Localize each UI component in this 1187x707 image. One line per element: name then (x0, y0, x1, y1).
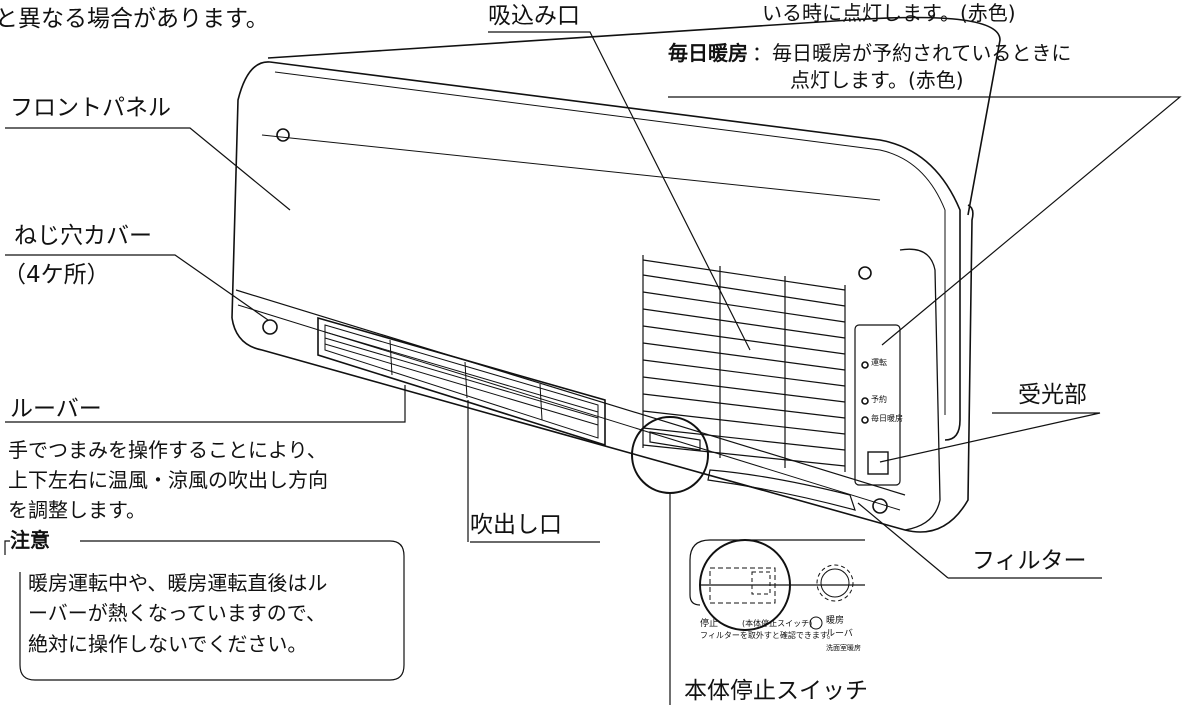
indicator-timer-label: 予約 (871, 395, 887, 404)
louver-slats (324, 331, 599, 426)
unit-body-outline (231, 204, 974, 533)
inset-heat-label: 暖房 (826, 616, 845, 626)
louver-inner (324, 324, 599, 439)
inset-switch-text: (本体停止スイッチ) (742, 619, 813, 628)
indicator-note-line-1: いる時に点灯します。(赤色) (762, 1, 1016, 25)
leader-louver (5, 385, 406, 423)
caution-line-3: 絶対に操作しないでください。 (28, 632, 308, 656)
inset-button (816, 564, 854, 602)
filter-frame (707, 469, 856, 511)
inset-switch-inner (751, 571, 771, 595)
indicator-run-dot (861, 361, 869, 369)
screw-hole-top-right (858, 266, 872, 280)
front-panel-outline (269, 61, 961, 441)
inset-switch-outer (709, 567, 776, 604)
leader-screw-cover (5, 254, 269, 321)
inset-model-text: 洗面室暖房 (826, 644, 861, 652)
label-outlet: 吹出し口 (470, 512, 562, 538)
label-filter: フィルター (972, 548, 1087, 574)
control-panel (854, 324, 901, 486)
label-intake: 吸込み口 (488, 3, 580, 29)
front-panel-inner (274, 71, 946, 415)
label-receiver: 受光部 (1018, 382, 1087, 408)
inset-heat-icon (809, 616, 823, 630)
daily-heat-term: 毎日暖房 (668, 41, 748, 65)
inset-filter-text: フィルターを取外すと確認できます。 (700, 631, 836, 640)
leader-outlet (467, 400, 600, 543)
label-front-panel: フロントパネル (10, 95, 171, 121)
top-note: と異なる場合があります。 (0, 6, 269, 32)
stop-switch-zoom-circle (631, 416, 709, 494)
filter-slot (649, 431, 701, 451)
leader-front-panel (5, 127, 291, 211)
screw-hole-bottom-left (262, 319, 278, 335)
leader-receiver (879, 412, 1101, 463)
screw-hole-top-left (276, 128, 290, 142)
louver-desc-line-1: 手でつまみを操作することにより、 (8, 438, 327, 462)
daily-heat-desc-line-2: 点灯します。(赤色) (790, 68, 964, 92)
daily-heat-desc-line-1: ：毎日暖房が予約されているときに (752, 41, 1072, 65)
inset-zoom-circle (699, 539, 791, 631)
intake-grille (642, 255, 846, 472)
panel-crease (261, 134, 881, 201)
label-stop-switch: 本体停止スイッチ (684, 678, 868, 704)
unit-bottom-line (235, 289, 906, 496)
indicator-run-label: 運転 (871, 358, 887, 367)
louver-outline (317, 316, 606, 447)
leader-indicator (668, 96, 1182, 346)
indicator-timer-dot (861, 397, 869, 405)
inset-button-ring (820, 568, 850, 598)
louver-desc-line-3: を調整します。 (8, 498, 146, 522)
inset-louver-label: ルーバ (826, 629, 853, 639)
label-screw-cover: ねじ穴カバー (14, 223, 152, 249)
caution-line-1: 暖房運転中や、暖房運転直後はル (28, 571, 328, 595)
inset-stop-label: 停止 (700, 619, 719, 629)
caution-box (4, 540, 405, 681)
caution-line-2: ーバーが熱くなっていますので、 (28, 601, 326, 625)
indicator-daily-label: 毎日暖房 (871, 414, 903, 423)
caution-title: 注意 (10, 528, 50, 552)
receiver-window (867, 451, 889, 475)
label-screw-cover-count: （4ケ所） (3, 262, 110, 288)
indicator-daily-dot (861, 416, 869, 424)
leader-intake (488, 31, 751, 351)
unit-top-surface (267, 16, 1001, 216)
louver-desc-line-2: 上下左右に温風・涼風の吹出し方向 (8, 468, 328, 492)
unit-end-cap (899, 248, 941, 531)
screw-hole-bottom-right (872, 498, 888, 514)
label-louver: ルーバー (10, 396, 102, 422)
unit-top-edge (231, 61, 271, 319)
leader-filter (857, 502, 1102, 579)
